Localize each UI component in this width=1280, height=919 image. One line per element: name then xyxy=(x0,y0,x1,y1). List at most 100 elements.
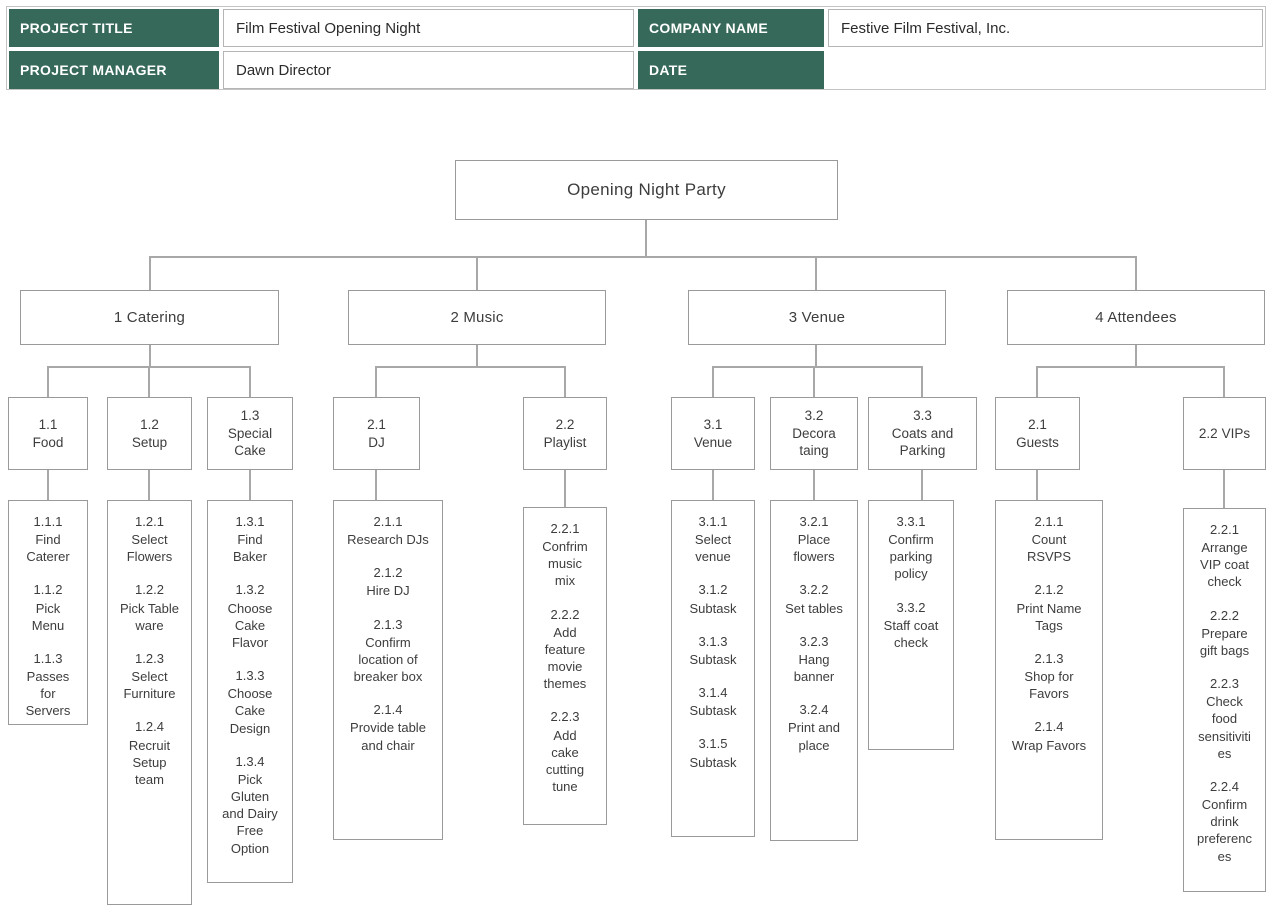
project-title-value: Film Festival Opening Night xyxy=(223,9,634,47)
wbs-child-setup: 1.2 Setup xyxy=(107,397,192,470)
wbs-task: 2.2.2 Prepare gift bags xyxy=(1199,607,1250,658)
wbs-task: 2.2.2 Add feature movie themes xyxy=(543,606,587,692)
wbs-branch-label: 4 Attendees xyxy=(1095,309,1177,326)
wbs-task: 1.2.2 Pick Table ware xyxy=(120,582,180,633)
wbs-branch-venue: 3 Venue xyxy=(688,290,946,345)
wbs-task: 1.3.1 Find Baker xyxy=(233,514,267,565)
wbs-task: 1.2.4 Recruit Setup team xyxy=(128,719,171,787)
connector-line xyxy=(564,470,566,507)
wbs-task: 1.1.1 Find Caterer xyxy=(26,514,70,565)
wbs-child-name: Special Cake xyxy=(227,425,273,459)
wbs-child-code: 1.3 xyxy=(240,408,260,424)
wbs-branch-catering: 1 Catering xyxy=(20,290,279,345)
project-title-label: PROJECT TITLE xyxy=(9,9,219,47)
wbs-task: 2.2.4 Confirm drink preferences xyxy=(1197,778,1252,864)
wbs-task-column-coats-parking: 3.3.1 Confirm parking policy 3.3.2 Staff… xyxy=(868,500,954,750)
wbs-child-code: 2.1 xyxy=(1028,416,1047,432)
wbs-task-column-dj: 2.1.1 Research DJs 2.1.2 Hire DJ 2.1.3 C… xyxy=(333,500,443,840)
company-name-label: COMPANY NAME xyxy=(638,9,824,47)
wbs-task-column-setup: 1.2.1 Select Flowers 1.2.2 Pick Table wa… xyxy=(107,500,192,905)
wbs-task: 3.1.4 Subtask xyxy=(689,685,737,719)
connector-line xyxy=(1223,366,1225,397)
wbs-task: 2.1.1 Count RSVPS xyxy=(1026,514,1072,565)
connector-line xyxy=(921,366,923,397)
wbs-child-guests: 2.1 Guests xyxy=(995,397,1080,470)
connector-line xyxy=(921,470,923,500)
wbs-child-name: Guests xyxy=(1016,434,1059,450)
connector-line xyxy=(149,345,151,367)
wbs-task: 3.1.1 Select venue xyxy=(694,514,732,565)
wbs-child-decorating: 3.2 Decora taing xyxy=(770,397,858,470)
wbs-child-code: 3.3 xyxy=(913,408,932,424)
wbs-task: 2.1.3 Confirm location of breaker box xyxy=(353,616,423,685)
connector-line xyxy=(564,366,566,397)
wbs-child-coats-parking: 3.3 Coats and Parking xyxy=(868,397,977,470)
wbs-branch-label: 1 Catering xyxy=(113,309,186,326)
connector-line xyxy=(149,256,1137,258)
wbs-task: 2.2.1 Arrange VIP coat check xyxy=(1200,522,1249,590)
connector-line xyxy=(813,366,815,397)
wbs-task: 1.3.2 Choose Cake Flavor xyxy=(227,582,273,650)
connector-line xyxy=(47,470,49,500)
wbs-child-venue: 3.1 Venue xyxy=(671,397,755,470)
wbs-child-dj: 2.1 DJ xyxy=(333,397,420,470)
wbs-task: 2.1.3 Shop for Favors xyxy=(1024,650,1074,702)
wbs-child-name: DJ xyxy=(368,434,385,450)
wbs-task: 3.3.2 Staff coat check xyxy=(883,599,939,650)
wbs-task-column-vips: 2.2.1 Arrange VIP coat check 2.2.2 Prepa… xyxy=(1183,508,1266,892)
connector-line xyxy=(1036,366,1225,368)
wbs-task: 3.2.2 Set tables xyxy=(785,582,843,616)
wbs-task: 3.1.2 Subtask xyxy=(689,582,737,616)
wbs-branch-music: 2 Music xyxy=(348,290,606,345)
connector-line xyxy=(249,366,251,397)
wbs-task-column-guests: 2.1.1 Count RSVPS 2.1.2 Print Name Tags … xyxy=(995,500,1103,840)
connector-line xyxy=(712,470,714,500)
connector-line xyxy=(375,470,377,500)
wbs-task: 3.1.3 Subtask xyxy=(689,633,737,667)
connector-line xyxy=(645,220,647,256)
connector-line xyxy=(815,345,817,367)
wbs-task: 3.2.3 Hang banner xyxy=(793,633,835,685)
connector-line xyxy=(47,366,49,397)
wbs-child-vips: 2.2 VIPs xyxy=(1183,397,1266,470)
wbs-branch-label: 3 Venue xyxy=(788,309,846,326)
wbs-child-name: Playlist xyxy=(543,434,587,450)
wbs-child-name: Venue xyxy=(693,434,733,450)
wbs-task: 2.2.1 Confrim music mix xyxy=(542,521,588,589)
company-name-value: Festive Film Festival, Inc. xyxy=(828,9,1263,47)
wbs-task-column-venue: 3.1.1 Select venue 3.1.2 Subtask 3.1.3 S… xyxy=(671,500,755,837)
wbs-task: 2.2.3 Add cake cutting tune xyxy=(545,709,585,795)
connector-line xyxy=(476,345,478,367)
wbs-task: 3.2.1 Place flowers xyxy=(793,514,835,565)
date-label: DATE xyxy=(638,51,824,89)
connector-line xyxy=(1036,470,1038,500)
wbs-task: 2.2.3 Check food sensitivities xyxy=(1198,676,1251,761)
connector-line xyxy=(375,366,566,368)
connector-line xyxy=(1036,366,1038,397)
wbs-task: 1.3.4 Pick Gluten and Dairy Free Option xyxy=(222,753,278,856)
wbs-task: 2.1.2 Print Name Tags xyxy=(1016,582,1082,633)
wbs-child-special-cake: 1.3 Special Cake xyxy=(207,397,293,470)
project-info-table: PROJECT TITLE Film Festival Opening Nigh… xyxy=(6,6,1266,90)
wbs-task-column-playlist: 2.2.1 Confrim music mix 2.2.2 Add featur… xyxy=(523,507,607,825)
connector-line xyxy=(1135,256,1137,290)
wbs-child-code: 3.1 xyxy=(703,416,723,432)
wbs-child-name: Setup xyxy=(131,434,168,450)
connector-line xyxy=(476,256,478,290)
wbs-root-label: Opening Night Party xyxy=(567,180,726,199)
connector-line xyxy=(148,470,150,500)
project-manager-value: Dawn Director xyxy=(223,51,634,89)
wbs-child-code: 1.1 xyxy=(38,416,58,432)
wbs-child-food: 1.1 Food xyxy=(8,397,88,470)
wbs-task: 2.1.4 Provide table and chair xyxy=(350,702,426,753)
wbs-child-name: Coats and Parking xyxy=(891,425,954,459)
wbs-child-playlist: 2.2 Playlist xyxy=(523,397,607,470)
wbs-task: 3.2.4 Print and place xyxy=(787,702,841,753)
wbs-task-column-special-cake: 1.3.1 Find Baker 1.3.2 Choose Cake Flavo… xyxy=(207,500,293,883)
wbs-task: 1.1.2 Pick Menu xyxy=(31,582,65,633)
connector-line xyxy=(712,366,923,368)
wbs-task: 3.3.1 Confirm parking policy xyxy=(888,514,934,582)
connector-line xyxy=(149,256,151,290)
wbs-child-name: VIPs xyxy=(1221,425,1251,441)
